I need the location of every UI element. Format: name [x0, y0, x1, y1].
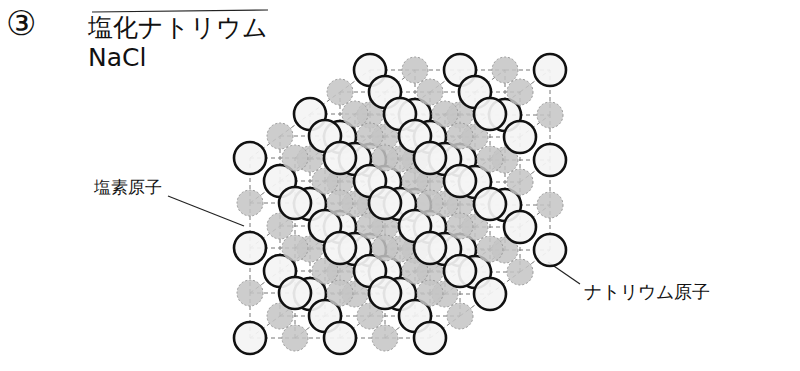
chlorine-atom: [324, 322, 356, 354]
sodium-atom: [237, 190, 263, 216]
sodium-atom: [327, 79, 353, 105]
sodium-atom: [282, 145, 308, 171]
sodium-atom: [327, 280, 353, 306]
sodium-atom: [432, 101, 458, 127]
sodium-atom: [372, 325, 398, 351]
chlorine-atom: [324, 232, 356, 264]
sodium-atom: [477, 146, 503, 172]
chlorine-atom: [474, 278, 506, 310]
chlorine-atom: [369, 187, 401, 219]
callout-number: ③: [6, 4, 36, 43]
chlorine-atom: [414, 142, 446, 174]
sodium-atom: [447, 213, 473, 239]
sodium-atom: [342, 101, 368, 127]
leader-line: [168, 196, 244, 226]
chlorine-atom: [414, 322, 446, 354]
sodium-atom: [537, 102, 563, 128]
sodium-atom: [372, 235, 398, 261]
part-label: 塩素原子: [94, 178, 162, 198]
sodium-atom: [237, 280, 263, 306]
chlorine-atom: [534, 144, 566, 176]
chlorine-atom: [324, 142, 356, 174]
sodium-atom: [282, 235, 308, 261]
chlorine-atom: [444, 255, 476, 287]
formula-text: NaCl: [88, 44, 146, 73]
sodium-atom: [537, 192, 563, 218]
lattice: [234, 54, 566, 354]
sodium-atom: [507, 259, 533, 285]
sodium-atom: [447, 303, 473, 329]
sodium-atom: [357, 123, 383, 149]
chlorine-atom: [369, 277, 401, 309]
sodium-atom: [267, 123, 293, 149]
title-text: 塩化ナトリウム: [88, 14, 268, 43]
sodium-atom: [492, 57, 518, 83]
sodium-atom: [447, 123, 473, 149]
sodium-atom: [282, 325, 308, 351]
overline: [92, 10, 268, 12]
chlorine-atom: [444, 165, 476, 197]
sodium-atom: [402, 57, 428, 83]
sodium-atom: [507, 79, 533, 105]
sodium-atom: [372, 145, 398, 171]
chlorine-atom: [534, 234, 566, 266]
sodium-atom: [417, 79, 443, 105]
sodium-atom: [327, 190, 353, 216]
chlorine-atom: [234, 232, 266, 264]
chlorine-atom: [474, 188, 506, 220]
sodium-atom: [477, 236, 503, 262]
sodium-atom: [507, 169, 533, 195]
sodium-atom: [417, 280, 443, 306]
sodium-atom: [417, 190, 443, 216]
chlorine-atom: [279, 187, 311, 219]
chlorine-atom: [534, 54, 566, 86]
chlorine-atom: [504, 211, 536, 243]
chlorine-atom: [234, 322, 266, 354]
chlorine-atom: [504, 121, 536, 153]
chlorine-atom: [414, 232, 446, 264]
part-label: ナトリウム原子: [584, 282, 710, 303]
chlorine-atom: [279, 277, 311, 309]
chlorine-atom: [234, 142, 266, 174]
chlorine-atom: [474, 98, 506, 130]
